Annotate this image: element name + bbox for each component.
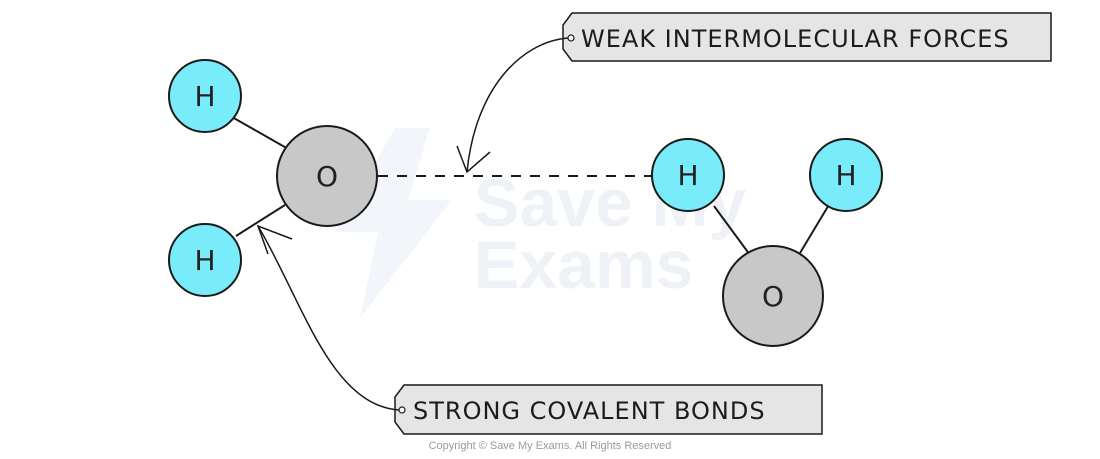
hydrogen-atom-right-bonded: H: [651, 138, 725, 212]
watermark-bolt: [335, 128, 452, 318]
atom-label: O: [316, 160, 338, 193]
watermark-line-2: Exams: [474, 227, 693, 303]
covalent-bond-o-h-top: [231, 116, 291, 151]
intermolecular-pointer-arrow: [466, 37, 569, 173]
oxygen-atom-left: O: [276, 125, 378, 227]
label-tag-hole: [398, 406, 406, 414]
covalent-bond-right-o-h-right: [799, 202, 831, 254]
copyright-notice: Copyright © Save My Exams. All Rights Re…: [428, 440, 672, 452]
covalent-pointer-arrow: [257, 225, 400, 411]
label-tag-hole: [567, 34, 575, 42]
atom-label: O: [762, 280, 784, 313]
atom-label: H: [194, 80, 215, 113]
covalent-pointer-arrowhead: [256, 224, 293, 255]
atom-label: H: [835, 159, 856, 192]
covalent-bond-right-o-h-left: [713, 205, 751, 256]
strong-covalent-bonds-label: STRONG COVALENT BONDS: [394, 384, 823, 435]
strong-covalent-bonds-text: STRONG COVALENT BONDS: [413, 397, 766, 425]
label-tag-shape: [562, 12, 1052, 62]
hydrogen-atom-right-free: H: [809, 138, 883, 212]
label-tag-shape: [394, 384, 823, 435]
weak-intermolecular-forces-label: WEAK INTERMOLECULAR FORCES: [562, 12, 1052, 62]
atom-label: H: [194, 244, 215, 277]
oxygen-atom-right: O: [722, 245, 824, 347]
hydrogen-atom-left-bottom: H: [168, 223, 242, 297]
intermolecular-pointer-arrowhead: [456, 145, 491, 174]
atom-label: H: [677, 159, 698, 192]
weak-intermolecular-forces-text: WEAK INTERMOLECULAR FORCES: [581, 25, 1010, 53]
hydrogen-atom-left-top: H: [168, 59, 242, 133]
covalent-bond-o-h-bottom: [235, 204, 286, 237]
